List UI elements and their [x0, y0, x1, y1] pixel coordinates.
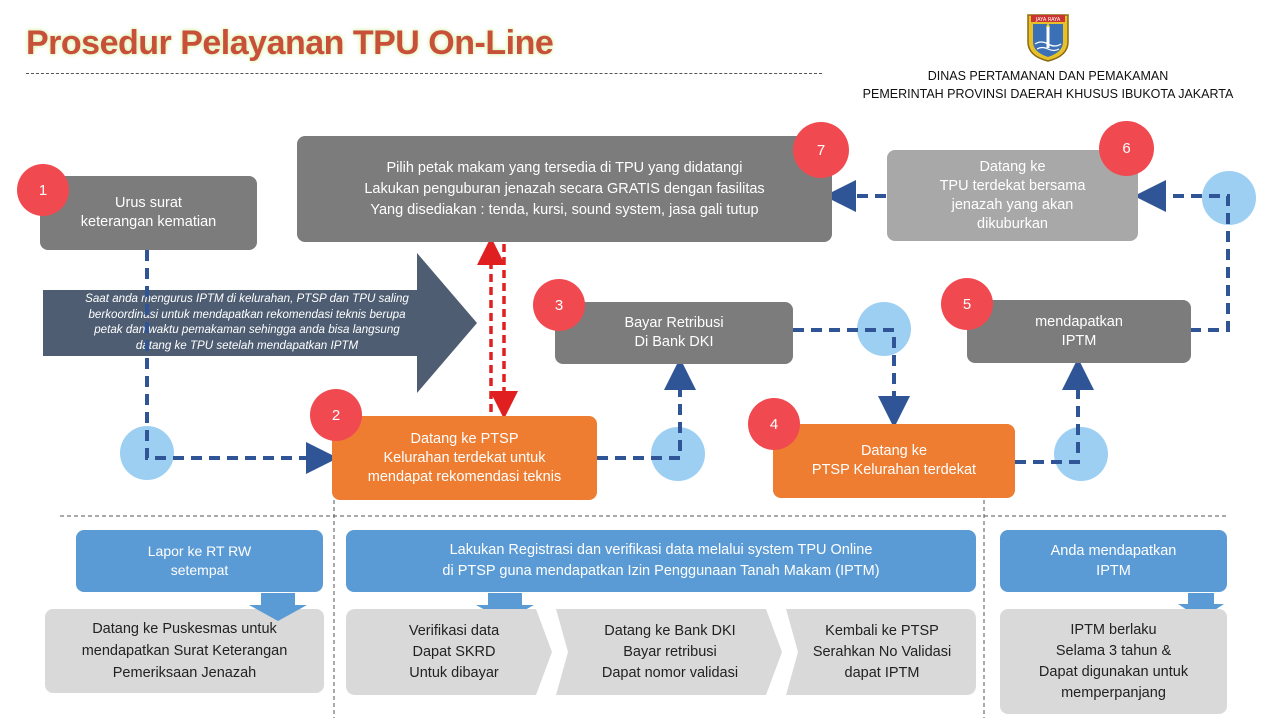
step3-number: 3	[533, 279, 585, 331]
connector-2-3	[597, 358, 696, 460]
connector-3-4	[793, 328, 910, 428]
connector-dot	[651, 427, 705, 481]
step6-text: Datang ke TPU terdekat bersama jenazah y…	[939, 158, 1086, 232]
jakarta-emblem-logo: JAYA RAYA	[1025, 12, 1071, 62]
down-arrow-left	[249, 593, 307, 625]
step1-text: Urus surat keterangan kematian	[80, 195, 217, 230]
return-step-text-box: Kembali ke PTSP Serahkan No Validasi dap…	[792, 612, 972, 692]
step2-text: Datang ke PTSP Kelurahan terdekat untuk …	[367, 430, 562, 485]
step3-box: Bayar Retribusi Di Bank DKI	[555, 302, 793, 364]
step7-number: 7	[793, 122, 849, 178]
step3-text: Bayar Retribusi Di Bank DKI	[624, 315, 724, 350]
verify-step-text: Verifikasi data Dapat SKRD Untuk dibayar	[408, 622, 500, 681]
down-arrow-right	[1178, 593, 1224, 623]
step5-text: mendapatkan IPTM	[1035, 313, 1123, 349]
step2-box: Datang ke PTSP Kelurahan terdekat untuk …	[332, 416, 597, 500]
step5-box: mendapatkan IPTM	[967, 300, 1191, 363]
step6-number: 6	[1099, 121, 1154, 176]
coordination-note-text: Saat anda mengurus IPTM di kelurahan, PT…	[85, 292, 409, 352]
get-iptm-box: Anda mendapatkan IPTM	[1000, 530, 1227, 592]
step4-number: 4	[748, 398, 800, 450]
org-name-line2: PEMERINTAH PROVINSI DAERAH KHUSUS IBUKOT…	[862, 87, 1234, 101]
puskesmas-box: Datang ke Puskesmas untuk mendapatkan Su…	[45, 609, 324, 693]
bank-step-text: Datang ke Bank DKI Bayar retribusi Dapat…	[601, 622, 739, 681]
page-title: Prosedur Pelayanan TPU On-Line	[26, 24, 554, 62]
bank-step-text-box: Datang ke Bank DKI Bayar retribusi Dapat…	[564, 612, 776, 692]
step4-text: Datang ke PTSP Kelurahan terdekat	[811, 443, 977, 478]
step4-box: Datang ke PTSP Kelurahan terdekat	[773, 424, 1015, 498]
step6-box: Datang ke TPU terdekat bersama jenazah y…	[887, 150, 1138, 241]
verify-step-text-box: Verifikasi data Dapat SKRD Untuk dibayar	[356, 612, 552, 692]
connector-1-2	[145, 250, 338, 474]
connector-5-6	[1134, 180, 1230, 332]
return-step-text: Kembali ke PTSP Serahkan No Validasi dap…	[812, 622, 952, 681]
step7-box: Pilih petak makam yang tersedia di TPU y…	[297, 136, 832, 242]
registration-text: Lakukan Registrasi dan verifikasi data m…	[442, 542, 880, 579]
puskesmas-text: Datang ke Puskesmas untuk mendapatkan Su…	[81, 621, 288, 681]
down-arrow-mid	[476, 593, 534, 625]
report-rtrw-box: Lapor ke RT RW setempat	[76, 530, 323, 592]
logo-text: JAYA RAYA	[1035, 17, 1061, 23]
step2-number: 2	[310, 389, 362, 441]
get-iptm-text: Anda mendapatkan IPTM	[1050, 543, 1177, 579]
coordination-note-arrow	[43, 253, 477, 393]
title-divider	[26, 73, 822, 74]
org-name-line1: DINAS PERTAMANAN DAN PEMAKAMAN	[927, 69, 1169, 83]
report-rtrw-text: Lapor ke RT RW setempat	[147, 543, 252, 578]
step7-text: Pilih petak makam yang tersedia di TPU y…	[364, 159, 765, 218]
connector-dot	[1054, 427, 1108, 481]
step1-box: Urus surat keterangan kematian	[40, 176, 257, 250]
iptm-validity-text: IPTM berlaku Selama 3 tahun & Dapat digu…	[1038, 621, 1189, 701]
iptm-validity-box: IPTM berlaku Selama 3 tahun & Dapat digu…	[1000, 609, 1227, 714]
registration-box: Lakukan Registrasi dan verifikasi data m…	[346, 530, 976, 592]
connector-4-5	[1015, 358, 1094, 464]
step5-number: 5	[941, 278, 993, 330]
step1-number: 1	[17, 164, 69, 216]
chevron-process-bar	[346, 609, 976, 699]
